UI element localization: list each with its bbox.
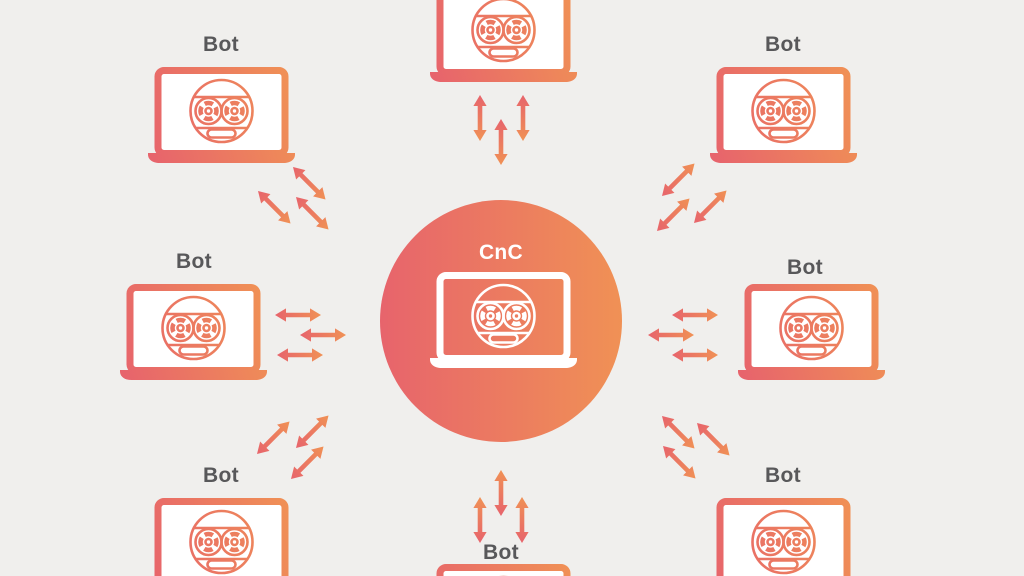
bot-label-top-left: Bot <box>203 33 239 56</box>
arrows-left <box>275 308 346 361</box>
bot-laptop-bottom-left <box>148 502 295 576</box>
bot-label-left: Bot <box>176 250 212 273</box>
arrows-bottom-right <box>657 411 734 483</box>
bot-laptop-bottom-right <box>710 502 857 576</box>
bot-label-bottom-left: Bot <box>203 464 239 487</box>
bot-laptop-top-left <box>148 71 295 164</box>
arrows-top-right <box>652 159 731 236</box>
arrows-top-left <box>253 162 333 234</box>
bot-laptop-right <box>738 288 885 381</box>
bot-laptop-left <box>120 288 267 381</box>
bot-label-right: Bot <box>787 256 823 279</box>
cnc-label: CnC <box>478 241 524 264</box>
arrows-right <box>648 308 718 361</box>
arrows-bottom <box>473 470 528 543</box>
cnc-circle <box>380 200 622 442</box>
bot-label-top-right: Bot <box>765 33 801 56</box>
arrows-top <box>473 95 529 165</box>
bot-label-bottom-right: Bot <box>765 464 801 487</box>
bot-label-bottom: Bot <box>483 541 519 564</box>
bot-laptop-top <box>430 0 577 82</box>
bot-laptop-top-right <box>710 71 857 164</box>
bot-laptop-bottom <box>430 568 577 576</box>
